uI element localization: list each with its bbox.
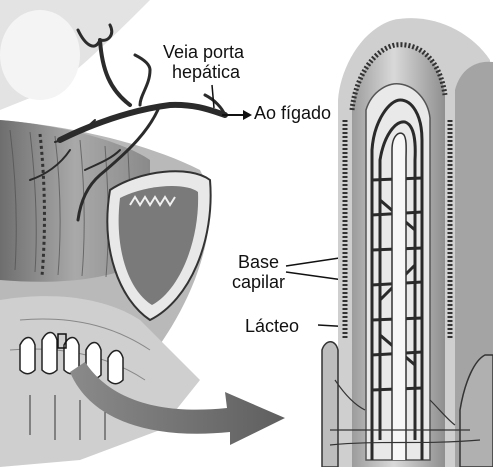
label-to-liver: Ao fígado: [254, 103, 331, 123]
intestinal-villus: [322, 18, 493, 467]
label-portal-vein-line1: Veia porta: [163, 42, 244, 62]
label-capillary-line1: Base: [238, 252, 279, 272]
to-liver-arrow: [222, 110, 252, 120]
label-portal-vein-line2: hepática: [172, 62, 240, 82]
label-lacteal: Lácteo: [245, 316, 299, 336]
background-wash: [0, 0, 150, 110]
label-capillary-line2: capilar: [232, 272, 285, 292]
